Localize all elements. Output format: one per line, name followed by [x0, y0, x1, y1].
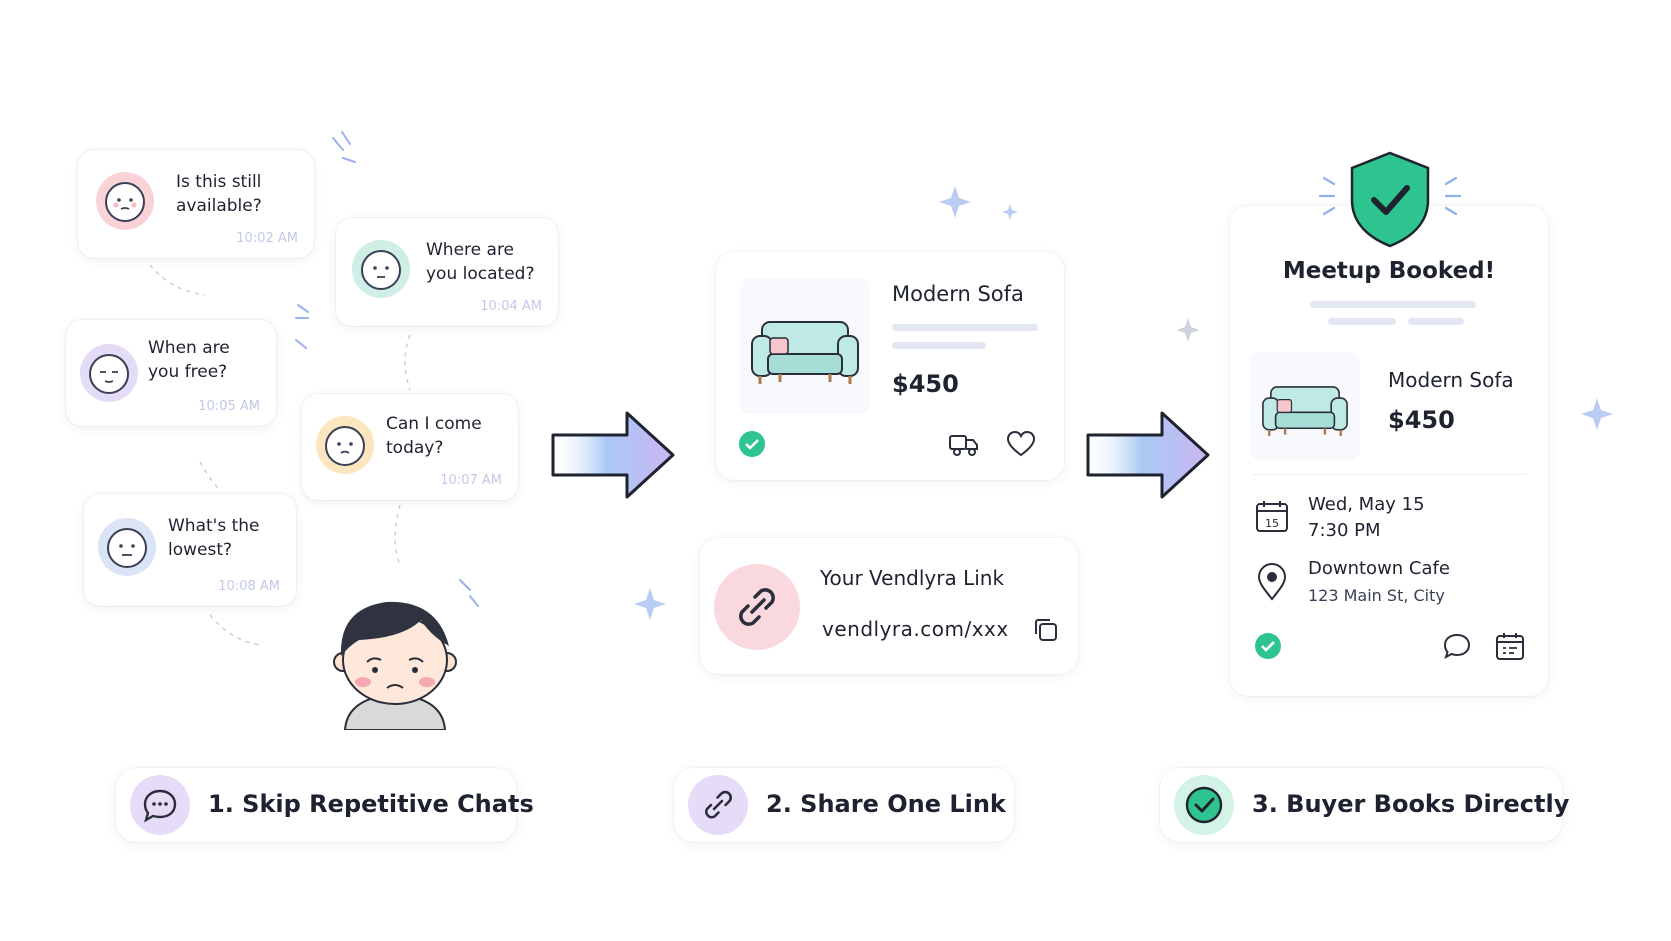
step-2-share-link: 2. Share One Link: [674, 768, 1014, 842]
location-pin-icon: [1257, 563, 1287, 601]
copy-icon[interactable]: [1032, 616, 1060, 644]
sofa-icon: [1262, 386, 1348, 437]
booking-card[interactable]: Meetup Booked! Modern Sofa $450 15 Wed, …: [1230, 206, 1548, 696]
chat-timestamp: 10:04 AM: [480, 299, 542, 314]
arrow-right-icon: [551, 411, 675, 499]
chat-bubble-5: What's the lowest? 10:08 AM: [84, 494, 296, 606]
placeholder-line: [892, 342, 986, 349]
meetup-time: 7:30 PM: [1308, 520, 1381, 541]
divider: [1252, 474, 1526, 475]
chat-message: Where are you located?: [426, 240, 535, 284]
listing-card[interactable]: Modern Sofa $450: [716, 252, 1064, 480]
face-avatar-mint: [352, 240, 410, 298]
shield-check-icon: [1318, 151, 1462, 248]
booked-item-price: $450: [1388, 406, 1455, 434]
arrow-right-icon: [1086, 411, 1210, 499]
face-avatar-blue: [98, 518, 156, 576]
calendar-day: 15: [1265, 517, 1279, 530]
verified-check-icon: [1255, 633, 1281, 659]
calendar-icon: 15: [1256, 501, 1288, 532]
booked-item-title: Modern Sofa: [1388, 368, 1514, 392]
sofa-thumbnail: [740, 278, 870, 414]
chat-message: When are you free?: [148, 338, 230, 382]
step-label: 1. Skip Repetitive Chats: [208, 790, 534, 818]
chat-bubble-2: Where are you located? 10:04 AM: [336, 218, 558, 326]
step-label: 3. Buyer Books Directly: [1252, 790, 1570, 818]
delivery-truck-icon[interactable]: [948, 430, 980, 458]
chat-bubble-1: Is this still available? 10:02 AM: [78, 150, 314, 258]
chat-timestamp: 10:05 AM: [198, 399, 260, 414]
verified-check-icon: [739, 431, 765, 457]
chat-bubble-icon: [130, 775, 190, 835]
listing-price: $450: [892, 370, 959, 398]
meetup-date: Wed, May 15: [1308, 494, 1425, 515]
placeholder-line: [1310, 301, 1476, 308]
link-url[interactable]: vendlyra.com/xxx: [822, 617, 1009, 641]
booked-item-thumbnail: [1250, 352, 1360, 460]
chat-bubble-3: When are you free? 10:05 AM: [66, 320, 276, 426]
chat-message: Can I come today?: [386, 414, 482, 458]
listing-title: Modern Sofa: [892, 282, 1024, 306]
vendlyra-link-card[interactable]: Your Vendlyra Link vendlyra.com/xxx: [700, 538, 1078, 674]
chat-bubble-4: Can I come today? 10:07 AM: [302, 394, 518, 500]
chat-timestamp: 10:02 AM: [236, 231, 298, 246]
chat-timestamp: 10:07 AM: [440, 473, 502, 488]
placeholder-line: [1328, 318, 1396, 325]
link-icon: [688, 775, 748, 835]
sofa-icon: [751, 321, 859, 384]
meetup-address: 123 Main St, City: [1308, 586, 1445, 605]
sad-person-illustration: [333, 601, 457, 730]
step-label: 2. Share One Link: [766, 790, 1006, 818]
placeholder-line: [892, 324, 1038, 331]
check-circle-icon: [1174, 775, 1234, 835]
link-label: Your Vendlyra Link: [820, 566, 1005, 590]
heart-icon[interactable]: [1006, 430, 1036, 458]
link-icon: [714, 564, 800, 650]
booking-heading: Meetup Booked!: [1282, 258, 1496, 284]
chat-message: What's the lowest?: [168, 516, 260, 560]
face-avatar-pink: [96, 172, 154, 230]
placeholder-line: [1408, 318, 1464, 325]
step-3-buyer-books: 3. Buyer Books Directly: [1160, 768, 1569, 842]
face-avatar-yellow: [316, 416, 374, 474]
chat-icon[interactable]: [1442, 632, 1472, 660]
chat-message: Is this still available?: [176, 172, 262, 216]
calendar-add-icon[interactable]: [1494, 630, 1526, 662]
face-avatar-lavender: [80, 344, 138, 402]
meetup-place: Downtown Cafe: [1308, 558, 1450, 579]
step-1-skip-chats: 1. Skip Repetitive Chats: [116, 768, 534, 842]
chat-timestamp: 10:08 AM: [218, 579, 280, 594]
